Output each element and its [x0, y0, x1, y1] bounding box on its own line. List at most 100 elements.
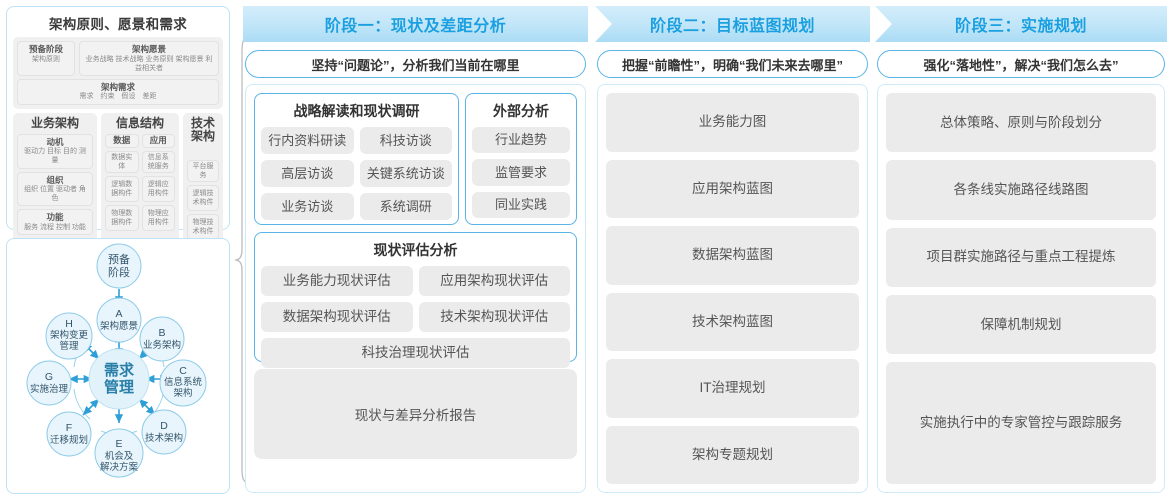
phase-2-banner: 阶段二：目标蓝图规划 — [595, 6, 870, 42]
adm-node-B-key: B — [158, 327, 165, 339]
chip-row: 科技治理现状评估 — [261, 338, 570, 368]
adm-node-A-key: A — [115, 308, 122, 320]
chip-item[interactable]: 高层访谈 — [261, 160, 354, 187]
togaf-cell-items: 业务战略 技术战略 业务原则 架构愿景 利益相关者 — [85, 55, 213, 72]
chip-item[interactable]: 同业实践 — [472, 191, 570, 218]
card-current-state-assessment: 现状评估分析 业务能力现状评估 应用架构现状评估 数据架构现状评估 技术架构现状… — [254, 232, 577, 368]
adm-cycle-card: 需求 管理 预备 阶段 A 架构愿景 B 业务架构 C 信息系统 架构 — [6, 238, 230, 494]
chip-item[interactable]: 行内资料研读 — [261, 127, 354, 154]
adm-node-preliminary-line2: 阶段 — [108, 265, 130, 279]
chip-item[interactable]: 系统调研 — [359, 193, 452, 220]
phase-3-item-list: 总体策略、原则与阶段划分 各条线实施路径线路图 项目群实施路径与重点工程提炼 保… — [886, 93, 1156, 485]
phase-1-subtitle: 坚持“问题论”，分析我们当前在哪里 — [245, 50, 586, 78]
chip-item[interactable]: 行业趋势 — [472, 127, 570, 154]
chip-item[interactable]: IT治理规划 — [606, 359, 859, 418]
togaf-cell-header: 架构愿景 — [131, 44, 166, 54]
togaf-group-items: 服务 流程 控制 功能 — [24, 223, 86, 231]
togaf-item: 平台服务 — [187, 159, 219, 182]
adm-node-H-label-1: 架构变更 — [50, 329, 89, 341]
adm-node-C-key: C — [179, 365, 187, 377]
togaf-cell-items: 架构原则 — [32, 55, 60, 63]
togaf-cell-header: 架构需求 — [100, 81, 135, 92]
chip-item[interactable]: 应用架构蓝图 — [606, 159, 859, 218]
togaf-column-title: 信息结构 — [115, 115, 164, 130]
connector-brace — [234, 35, 253, 485]
togaf-item: 信息系统服务 — [141, 150, 175, 173]
card-title: 现状评估分析 — [373, 242, 458, 258]
phase-3-subtitle: 强化“落地性”，解决“我们怎么去” — [877, 50, 1165, 78]
chip-item[interactable]: 关键系统访谈 — [359, 160, 452, 187]
phase-column-3: 阶段三：实施规划 强化“落地性”，解决“我们怎么去” 总体策略、原则与阶段划分 … — [875, 0, 1167, 499]
adm-node-F-label: 迁移规划 — [50, 434, 88, 446]
chip-item[interactable]: 业务访谈 — [261, 193, 354, 220]
togaf-group-header: 组织 — [46, 174, 64, 185]
togaf-item: 物理技术构件 — [187, 213, 219, 240]
chip-item[interactable]: 实施执行中的专家管控与跟踪服务 — [886, 362, 1156, 485]
togaf-cell-preliminary: 预备阶段 架构原则 — [17, 41, 75, 76]
phase-1-report-chip[interactable]: 现状与差异分析报告 — [254, 369, 577, 459]
chip-row: 行内资料研读 科技访谈 — [261, 127, 452, 154]
togaf-item: 逻辑数据构件 — [105, 175, 139, 202]
togaf-item: 物理数据构件 — [105, 204, 139, 231]
togaf-column-title: 技术架构 — [190, 115, 215, 143]
chip-item[interactable]: 技术架构蓝图 — [606, 292, 859, 351]
chip-item[interactable]: 科技治理现状评估 — [261, 338, 570, 368]
adm-node-C-label-2: 架构 — [173, 387, 192, 399]
togaf-group-items: 组织 位置 驱动者 角色 — [24, 186, 86, 203]
togaf-column-technology: 技术架构 平台服务 逻辑技术构件 物理技术构件 — [183, 112, 223, 244]
togaf-cell-arch-requirements: 架构需求 需求 约束 假设 差距 — [17, 78, 219, 105]
chip-row: 高层访谈 关键系统访谈 — [261, 160, 452, 187]
togaf-column-information: 信息结构 数据 数据实体 逻辑数据构件 — [101, 112, 179, 244]
chip-item[interactable]: 科技访谈 — [359, 127, 452, 154]
phase-3-body: 总体策略、原则与阶段划分 各条线实施路径线路图 项目群实施路径与重点工程提炼 保… — [877, 84, 1165, 493]
chip-item[interactable]: 应用架构现状评估 — [418, 266, 570, 296]
adm-node-H-key: H — [65, 318, 73, 330]
phase-1-banner: 阶段一：现状及差距分析 — [243, 6, 588, 42]
togaf-item: 物理应用构件 — [141, 204, 175, 231]
chip-item[interactable]: 数据架构现状评估 — [261, 302, 413, 332]
togaf-title: 架构原则、愿景和需求 — [49, 17, 187, 32]
adm-node-D-key: D — [160, 420, 168, 432]
adm-node-G-key: G — [45, 371, 53, 383]
adm-center-line1: 需求 — [104, 361, 135, 379]
adm-node-A-label: 架构愿景 — [100, 320, 138, 332]
chip-item[interactable]: 业务能力图 — [606, 93, 859, 152]
chip-item[interactable]: 项目群实施路径与重点工程提炼 — [886, 227, 1156, 288]
chip-item[interactable]: 总体策略、原则与阶段划分 — [886, 93, 1156, 153]
chip-item[interactable]: 数据架构蓝图 — [606, 226, 859, 285]
adm-node-G-label: 实施治理 — [30, 383, 69, 395]
togaf-column-title: 业务架构 — [30, 115, 79, 130]
adm-node-preliminary-line1: 预备 — [108, 252, 130, 266]
phase-column-2: 阶段二：目标蓝图规划 把握“前瞻性”，明确“我们未来去哪里” 业务能力图 应用架… — [595, 0, 870, 499]
togaf-group-header: 动机 — [46, 136, 64, 147]
togaf-column-business: 业务架构 动机 驱动力 目标 目的 测量 组织 组织 位置 驱动者 角色 功能 … — [13, 112, 97, 244]
adm-node-E-label-1: 机会及 — [105, 450, 134, 462]
adm-node-C-label-1: 信息系统 — [164, 376, 203, 388]
adm-node-H-label-2: 管理 — [59, 340, 79, 352]
togaf-band-requirements: 预备阶段 架构原则 架构愿景 业务战略 技术战略 业务原则 架构愿景 利益相关者… — [13, 37, 223, 109]
chip-item[interactable]: 架构专题规划 — [606, 425, 859, 484]
chip-item[interactable]: 监管要求 — [472, 159, 570, 186]
togaf-item: 数据实体 — [105, 150, 139, 173]
togaf-cell-vision: 架构愿景 业务战略 技术战略 业务原则 架构愿景 利益相关者 — [79, 41, 219, 76]
chip-item[interactable]: 业务能力现状评估 — [261, 266, 413, 296]
chip-item[interactable]: 技术架构现状评估 — [418, 302, 570, 332]
phase-1-top-row: 战略解读和现状调研 行内资料研读 科技访谈 高层访谈 关键系统访谈 业务访谈 系… — [254, 93, 577, 225]
card-title: 战略解读和现状调研 — [293, 103, 420, 119]
card-strategy-research: 战略解读和现状调研 行内资料研读 科技访谈 高层访谈 关键系统访谈 业务访谈 系… — [254, 93, 459, 225]
togaf-group-function: 功能 服务 流程 控制 功能 — [17, 209, 93, 236]
adm-center-line2: 管理 — [104, 378, 134, 396]
togaf-item: 逻辑应用构件 — [141, 175, 175, 202]
chip-row: 业务访谈 系统调研 — [261, 193, 452, 220]
togaf-cell-header: 预备阶段 — [28, 44, 63, 54]
card-title: 外部分析 — [493, 103, 549, 119]
togaf-group-items: 驱动力 目标 目的 测量 — [24, 148, 86, 165]
adm-node-F-key: F — [66, 422, 72, 434]
phase-2-body: 业务能力图 应用架构蓝图 数据架构蓝图 技术架构蓝图 IT治理规划 架构专题规划 — [597, 84, 868, 493]
phase-column-1: 阶段一：现状及差距分析 坚持“问题论”，分析我们当前在哪里 战略解读和现状调研 … — [243, 0, 588, 499]
chip-item[interactable]: 各条线实施路径线路图 — [886, 160, 1156, 220]
phase-1-body: 战略解读和现状调研 行内资料研读 科技访谈 高层访谈 关键系统访谈 业务访谈 系… — [245, 84, 586, 493]
adm-node-D-label: 技术架构 — [145, 432, 183, 444]
chip-item[interactable]: 保障机制规划 — [886, 295, 1156, 355]
phase-2-item-list: 业务能力图 应用架构蓝图 数据架构蓝图 技术架构蓝图 IT治理规划 架构专题规划 — [606, 93, 859, 484]
